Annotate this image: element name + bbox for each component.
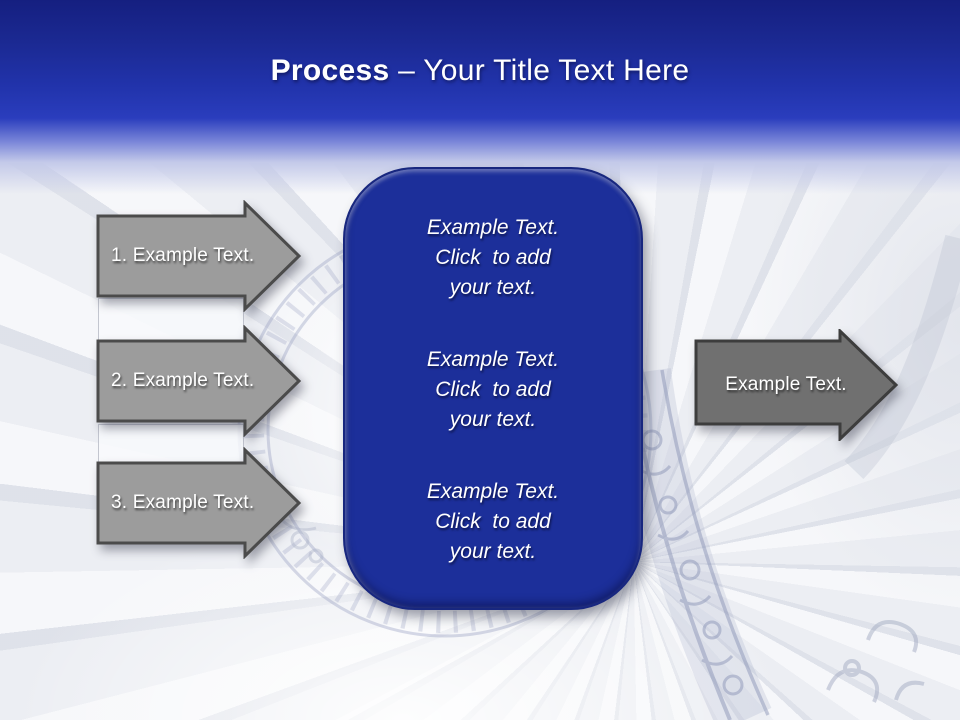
panel-text-line: your text. — [449, 540, 537, 563]
arrow-label: 2. Example Text. — [111, 370, 255, 391]
process-step-arrow-1[interactable]: 1. Example Text. — [95, 200, 303, 312]
panel-text-line: Click to add — [435, 378, 551, 401]
output-arrow[interactable]: Example Text. — [694, 329, 902, 441]
panel-text-line: Click to add — [435, 510, 551, 533]
panel-text-placeholder-2[interactable]: Example Text. Click to add your text. — [427, 345, 559, 435]
arrow-connector-strip — [98, 298, 244, 346]
arrow-label: 1. Example Text. — [111, 245, 255, 266]
content-panel: Example Text. Click to add your text. Ex… — [343, 167, 643, 610]
arrow-label: Example Text. — [725, 374, 847, 395]
panel-text-placeholder-3[interactable]: Example Text. Click to add your text. — [427, 477, 559, 567]
panel-text-line: Example Text. — [426, 348, 560, 371]
arrow-connector-strip — [98, 424, 244, 466]
panel-text-line: Example Text. — [426, 216, 560, 239]
panel-text-line: your text. — [449, 276, 537, 299]
arrow-shape — [96, 200, 302, 312]
arrow-shape — [694, 329, 899, 441]
arrow-shape — [96, 447, 302, 559]
title-band — [0, 0, 960, 196]
panel-text-placeholder-1[interactable]: Example Text. Click to add your text. — [427, 213, 559, 303]
panel-text-line: Click to add — [435, 246, 551, 269]
slide-title: Process – Your Title Text Here — [0, 54, 960, 88]
process-step-arrow-2[interactable]: 2. Example Text. — [95, 325, 303, 437]
content-panel-body: Example Text. Click to add your text. Ex… — [345, 169, 641, 608]
arrow-label: 3. Example Text. — [111, 492, 255, 513]
panel-text-line: your text. — [449, 408, 537, 431]
slide-title-keyword: Process — [270, 54, 390, 87]
process-step-arrow-3[interactable]: 3. Example Text. — [95, 447, 303, 559]
slide-title-text: – Your Title Text Here — [398, 54, 690, 87]
arrow-shape — [96, 325, 302, 437]
panel-text-line: Example Text. — [426, 480, 560, 503]
